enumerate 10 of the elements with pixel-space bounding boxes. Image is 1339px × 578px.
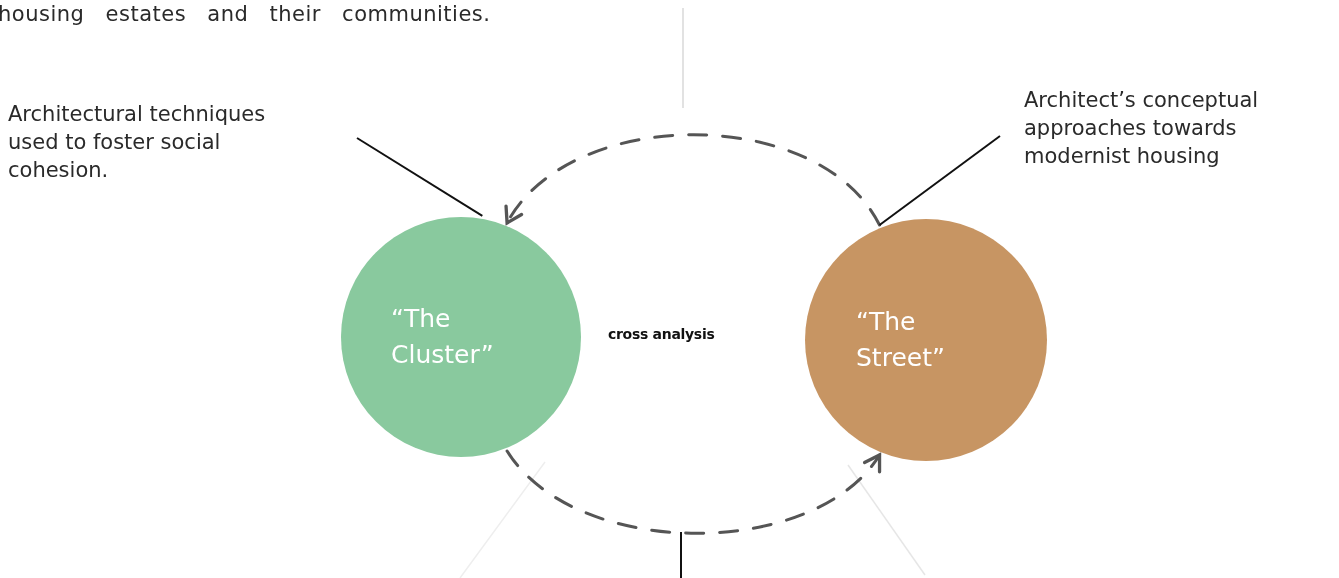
dashed-arrow	[505, 449, 882, 535]
heading-text: housing estates and their communities.	[0, 2, 491, 26]
dashed-arrow	[505, 133, 882, 227]
circle-label: “The Cluster”	[391, 303, 495, 371]
annotation-text: Architectural techniques used to foster social cohesion.	[8, 100, 293, 184]
center-label: cross analysis	[608, 326, 715, 342]
annotation-text: Architect’s conceptual approaches towards modernist housing	[1024, 86, 1334, 170]
leader-line	[878, 135, 1001, 227]
leader-line	[356, 137, 484, 217]
circle-label: “The Street”	[856, 306, 946, 374]
